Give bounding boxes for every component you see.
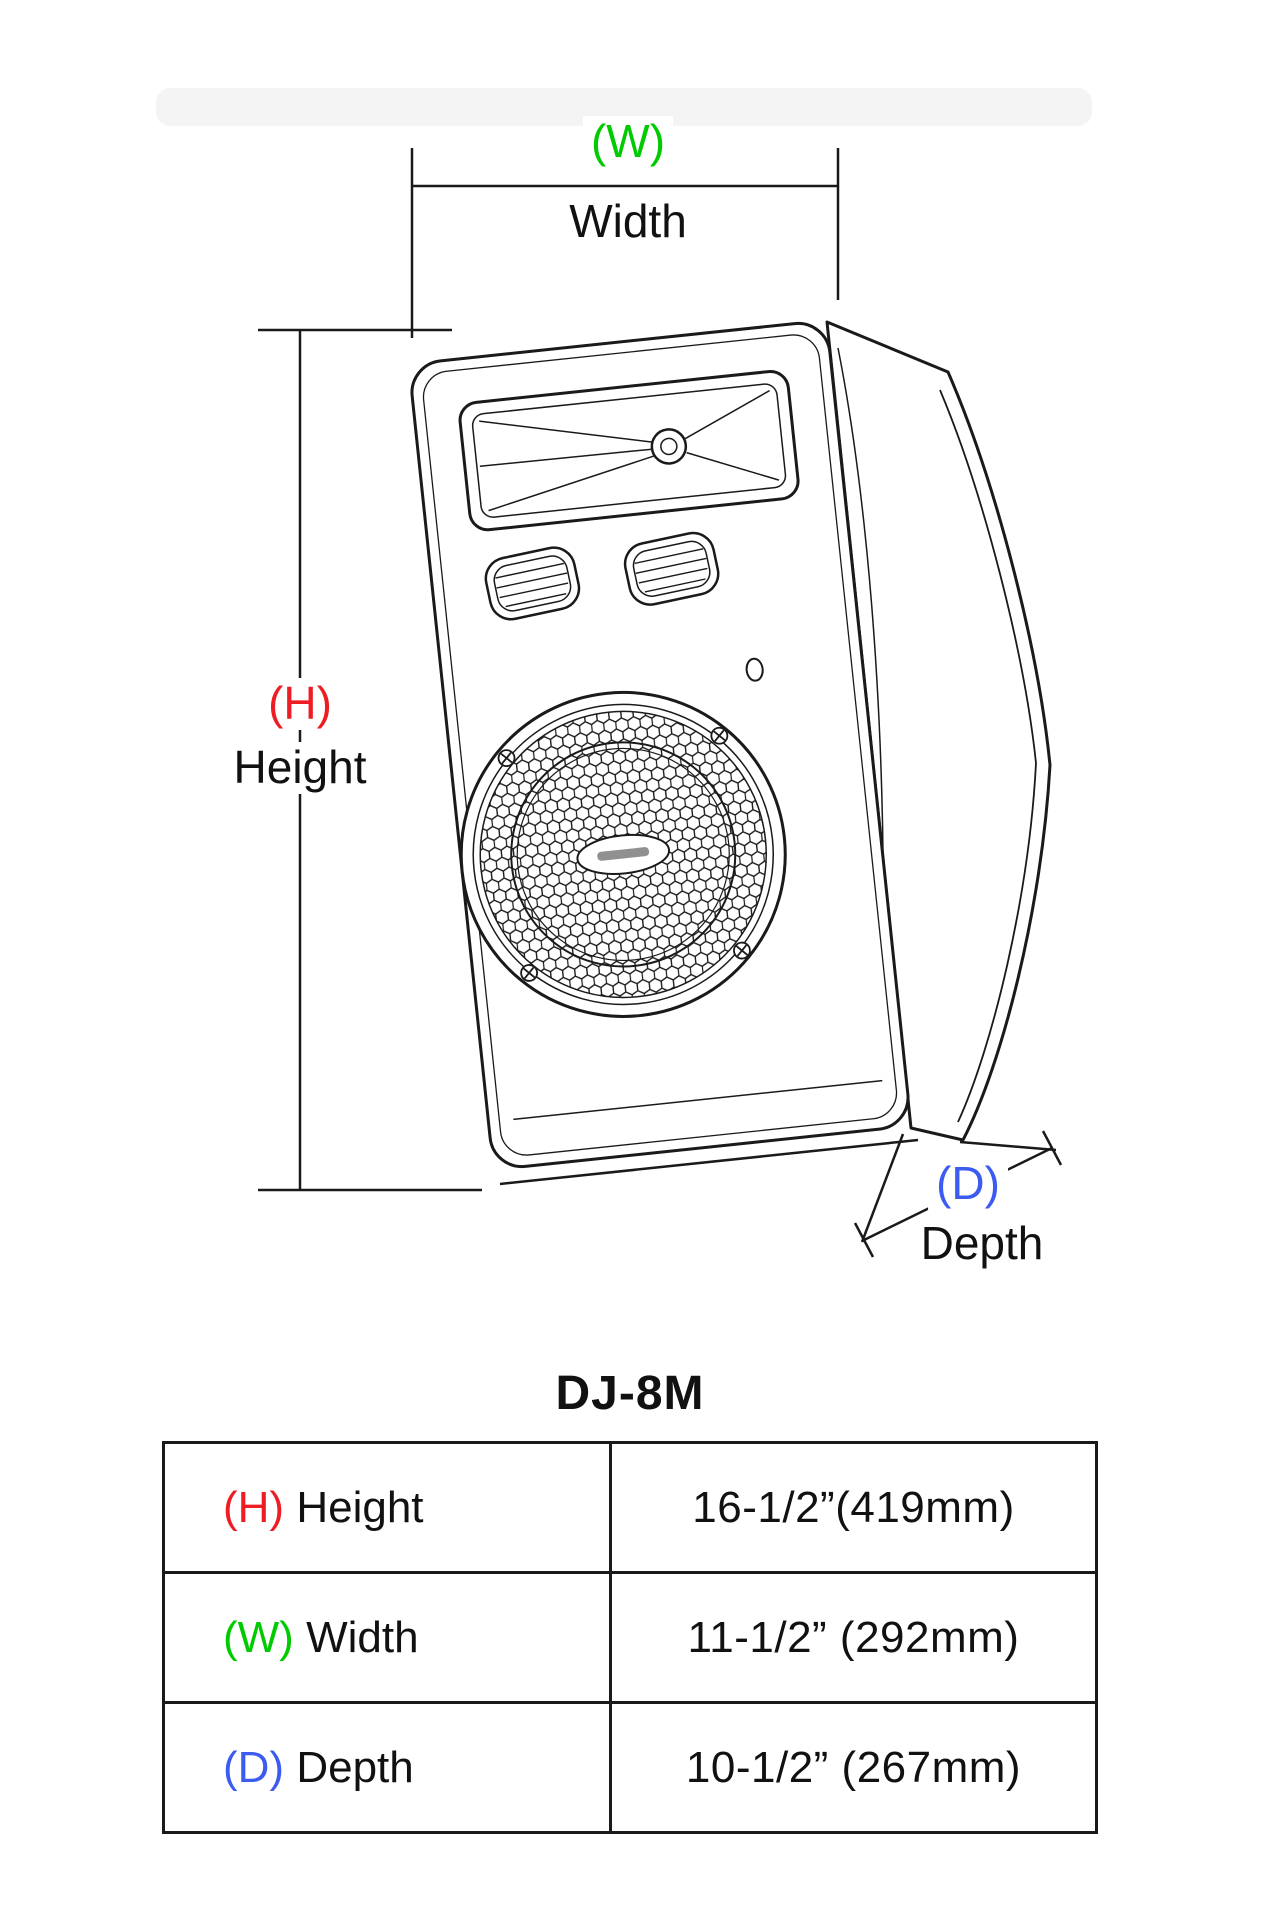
width-label: Width	[561, 196, 695, 248]
depth-symbol-label: (D)	[928, 1158, 1008, 1210]
port-right	[623, 531, 720, 606]
table-height-label: Height	[296, 1482, 424, 1532]
width-symbol-label: (W)	[582, 116, 674, 168]
model-title: DJ-8M	[555, 1367, 705, 1420]
table-height-symbol: (H)	[223, 1482, 285, 1532]
port-left	[484, 546, 581, 621]
height-label: Height	[225, 742, 375, 794]
grille-screws	[497, 726, 751, 982]
table-width-value: 11-1/2” (292mm)	[609, 1571, 1098, 1704]
table-row-height: (H) Height 16-1/2”(419mm)	[162, 1441, 1098, 1574]
table-row-width: (W) Width 11-1/2” (292mm)	[162, 1571, 1098, 1704]
speaker-side-panel	[825, 320, 1052, 1142]
tweeter	[458, 370, 800, 532]
table-depth-value: 10-1/2” (267mm)	[609, 1701, 1098, 1834]
height-symbol-label: (H)	[260, 678, 340, 730]
woofer	[459, 690, 787, 1018]
table-width-label: Width	[306, 1612, 419, 1662]
table-row-depth: (D) Depth 10-1/2” (267mm)	[162, 1701, 1098, 1834]
speaker-base	[499, 1138, 919, 1186]
speaker-front-face	[410, 321, 910, 1169]
depth-label: Depth	[912, 1218, 1052, 1270]
table-height-value: 16-1/2”(419mm)	[609, 1441, 1098, 1574]
led-indicator	[745, 657, 764, 682]
width-dimension-line	[410, 148, 840, 338]
table-width-symbol: (W)	[223, 1612, 294, 1662]
dimensions-table: (H) Height 16-1/2”(419mm) (W) Width 11-1…	[162, 1441, 1098, 1834]
table-depth-symbol: (D)	[223, 1742, 285, 1792]
table-depth-label: Depth	[296, 1742, 414, 1792]
